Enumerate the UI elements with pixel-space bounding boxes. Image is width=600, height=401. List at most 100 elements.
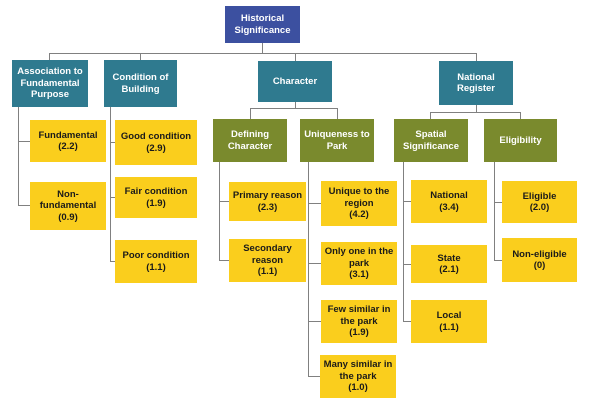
leaf-label: Poor condition [122, 250, 190, 261]
connector-line [140, 53, 141, 61]
node-label: Spatial Significance [403, 129, 459, 152]
connector-line [494, 162, 495, 261]
leaf-label: Good condition [120, 131, 192, 142]
node-label: Association to Fundamental Purpose [17, 66, 83, 101]
leaf-label: Non-eligible [512, 248, 567, 260]
node-eligibility: Eligibility [484, 119, 557, 162]
node-label: Historical Significance [234, 13, 291, 36]
node-local: Local (1.1) [411, 300, 487, 343]
node-non-fundamental: Non-fundamental (0.9) [30, 182, 106, 230]
connector-line [403, 264, 411, 265]
leaf-label: Unique to the region [328, 186, 390, 209]
connector-line [476, 53, 477, 62]
connector-line [295, 53, 296, 62]
node-label: National Register [456, 71, 495, 95]
node-label: Condition of Building [112, 72, 169, 95]
leaf-score: (1.9) [146, 197, 166, 209]
node-label: Eligibility [499, 134, 542, 146]
connector-line [18, 141, 30, 142]
connector-line [403, 321, 411, 322]
connector-line [308, 321, 321, 322]
connector-line [262, 43, 263, 53]
leaf-score: (3.4) [439, 201, 459, 213]
leaf-score: (1.1) [146, 261, 166, 273]
connector-line [110, 142, 115, 143]
connector-line [110, 107, 111, 262]
node-condition-of-building: Condition of Building [104, 60, 177, 107]
node-label: Uniqueness to Park [304, 129, 370, 152]
node-label: Defining Character [227, 129, 273, 152]
node-character: Character [258, 61, 332, 102]
node-association-to-fundamental-purpose: Association to Fundamental Purpose [12, 60, 88, 107]
connector-line [430, 112, 521, 113]
node-only-one-in-the-park: Only one in the park (3.1) [321, 242, 397, 285]
leaf-score: (1.1) [439, 321, 459, 333]
leaf-label: Many similar in the park [323, 359, 393, 382]
connector-line [308, 203, 321, 204]
leaf-label: Only one in the park [324, 246, 394, 269]
leaf-score: (1.0) [348, 382, 368, 394]
leaf-score: (4.2) [349, 209, 369, 221]
node-non-eligible: Non-eligible (0) [502, 238, 577, 282]
leaf-label: Local [436, 310, 462, 321]
leaf-score: (0.9) [58, 211, 78, 223]
leaf-label: Few similar in the park [327, 304, 391, 327]
leaf-score: (1.1) [257, 266, 278, 278]
connector-line [520, 112, 521, 120]
connector-line [49, 53, 477, 54]
connector-line [110, 261, 115, 262]
leaf-score: (2.2) [58, 141, 78, 152]
connector-line [494, 202, 502, 203]
connector-line [219, 201, 229, 202]
connector-line [295, 102, 296, 109]
node-unique-to-the-region: Unique to the region (4.2) [321, 181, 397, 226]
node-national-register: National Register [439, 61, 513, 105]
connector-line [49, 53, 50, 61]
leaf-label: Fundamental [38, 129, 98, 141]
connector-line [308, 263, 321, 264]
node-fair-condition: Fair condition (1.9) [115, 177, 197, 218]
connector-line [219, 162, 220, 261]
connector-line [250, 108, 251, 120]
leaf-label: Secondary reason [243, 243, 292, 266]
connector-line [308, 162, 309, 377]
connector-line [430, 112, 431, 120]
connector-line [18, 107, 19, 206]
leaf-score: (3.1) [349, 269, 369, 281]
node-few-similar-in-the-park: Few similar in the park (1.9) [321, 300, 397, 343]
node-poor-condition: Poor condition (1.1) [115, 240, 197, 283]
leaf-label: Non-fundamental [39, 188, 97, 212]
node-label: Character [272, 75, 318, 87]
leaf-label: Primary reason [232, 190, 303, 201]
leaf-score: (2.9) [146, 142, 166, 154]
connector-line [476, 105, 477, 113]
connector-line [403, 162, 404, 322]
node-defining-character: Defining Character [213, 119, 287, 162]
leaf-score: (1.9) [349, 327, 369, 339]
node-uniqueness-to-park: Uniqueness to Park [300, 119, 374, 162]
leaf-label: Fair condition [124, 186, 188, 197]
leaf-score: (2.0) [529, 202, 550, 213]
connector-line [403, 201, 411, 202]
connector-line [308, 376, 320, 377]
node-primary-reason: Primary reason (2.3) [229, 182, 306, 221]
leaf-label: Eligible [522, 190, 557, 202]
node-spatial-significance: Spatial Significance [394, 119, 468, 162]
leaf-label: National [430, 190, 468, 201]
node-national: National (3.4) [411, 180, 487, 223]
leaf-label: State [437, 252, 461, 264]
node-many-similar-in-the-park: Many similar in the park (1.0) [320, 355, 396, 398]
leaf-score: (2.1) [439, 264, 459, 275]
connector-line [337, 108, 338, 120]
node-historical-significance: Historical Significance [225, 6, 300, 43]
connector-line [18, 205, 30, 206]
connector-line [250, 108, 338, 109]
leaf-score: (2.3) [257, 201, 278, 213]
node-eligible: Eligible (2.0) [502, 181, 577, 223]
connector-line [219, 260, 229, 261]
node-state: State (2.1) [411, 245, 487, 283]
node-fundamental: Fundamental (2.2) [30, 120, 106, 162]
connector-line [494, 260, 502, 261]
leaf-score: (0) [533, 260, 546, 271]
